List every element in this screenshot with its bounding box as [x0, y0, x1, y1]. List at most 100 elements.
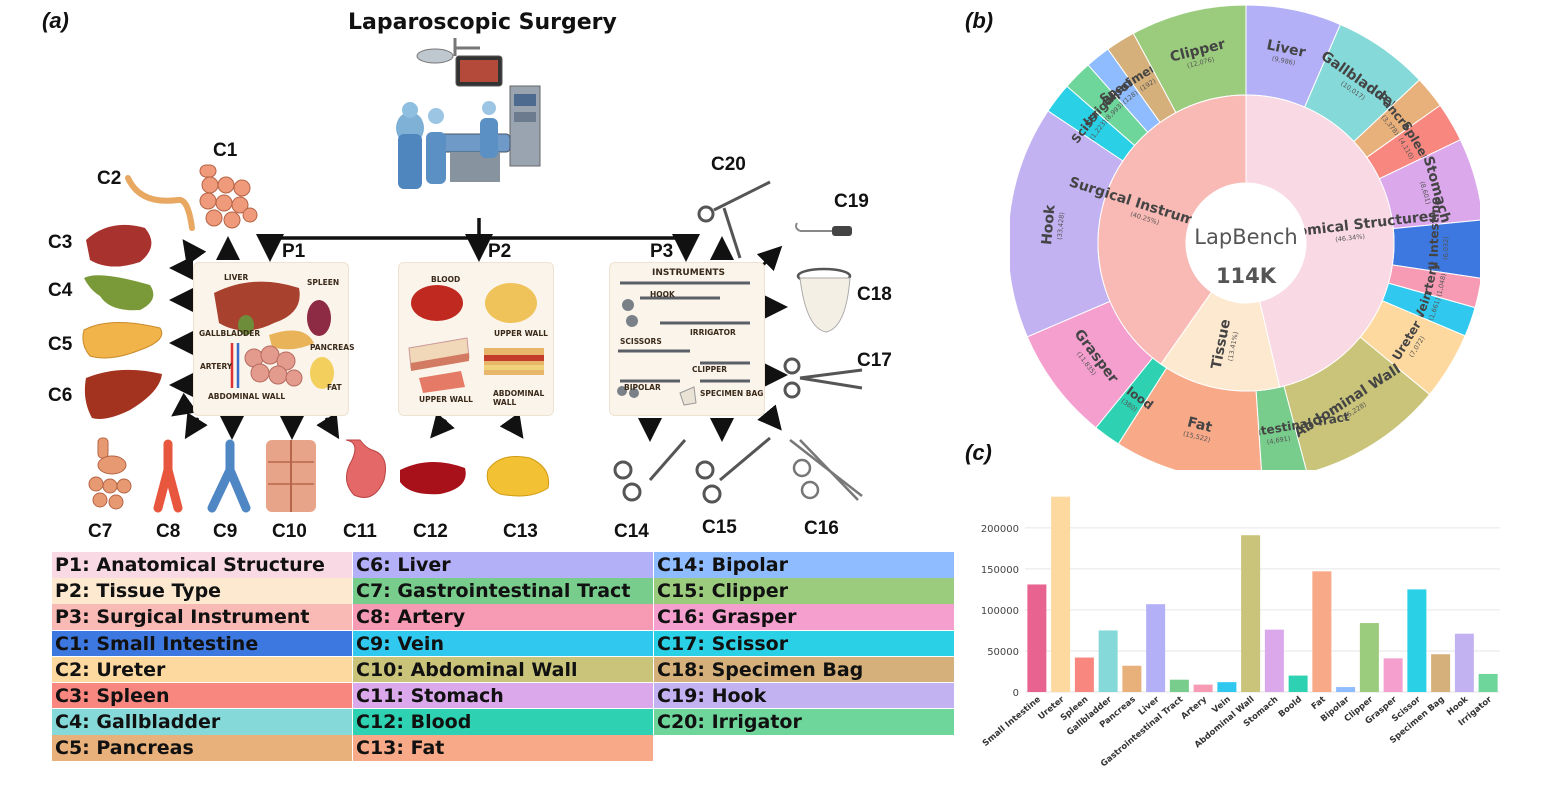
c20-label: C20: [711, 154, 746, 175]
p3-tag-hook: HOOK: [650, 290, 675, 299]
c18-label: C18: [857, 284, 892, 305]
p1-tag-gallbladder: GALLBLADDER: [199, 329, 261, 338]
bar: [1074, 657, 1094, 692]
fat-icon: [486, 456, 550, 497]
legend-item: C12: Blood: [353, 709, 653, 735]
abdominal-wall-icon: [266, 440, 316, 512]
ureter-icon: [125, 175, 195, 231]
legend-item: C16: Grasper: [654, 604, 954, 630]
p1-label: P1: [282, 241, 306, 262]
outer-segment-value: (6,032): [1442, 236, 1451, 260]
y-tick-label: 50000: [987, 647, 1019, 658]
p1-tag-artery: ARTERY: [200, 362, 233, 371]
legend-item: C7: Gastrointestinal Tract: [353, 578, 653, 604]
p1-tag-fat: FAT: [327, 383, 342, 392]
spleen-icon: [86, 224, 152, 267]
bar: [1359, 623, 1379, 692]
legend-item: C15: Clipper: [654, 578, 954, 604]
y-tick-label: 0: [1013, 688, 1019, 699]
operating-room-illustration: [380, 38, 550, 198]
x-tick-label: Small Intestine: [981, 694, 1043, 748]
legend-item: P3: Surgical Instrument: [52, 604, 352, 630]
small-intestine-icon: [199, 164, 258, 229]
c15-label: C15: [702, 517, 737, 538]
bar: [1122, 665, 1142, 692]
panel-c-label: (c): [965, 440, 992, 465]
bar: [1051, 496, 1071, 692]
stomach-icon: [345, 439, 386, 498]
y-tick-label: 150000: [981, 565, 1019, 576]
inner-segment-value: (46.34%): [1335, 232, 1366, 243]
legend-item: C2: Ureter: [52, 656, 352, 683]
specimen-bag-icon: [796, 267, 852, 333]
hook-icon: [795, 222, 852, 236]
bipolar-icon: [613, 439, 687, 502]
c5-label: C5: [48, 334, 73, 355]
outer-segment-name: Hook: [1039, 203, 1059, 245]
diagram-arrows: [169, 218, 788, 442]
legend-item: P1: Anatomical Structure: [52, 552, 352, 578]
bar: [1312, 571, 1332, 692]
p2-label: P2: [488, 241, 512, 262]
legend-item: C9: Vein: [353, 630, 653, 657]
vein-icon: [207, 439, 251, 513]
bar: [1027, 584, 1047, 692]
legend-item: C10: Abdominal Wall: [353, 656, 653, 683]
y-tick-label: 100000: [981, 606, 1019, 617]
c9-label: C9: [213, 521, 238, 542]
p3-tag-clipper: CLIPPER: [692, 365, 727, 374]
panel-b-label: (b): [965, 8, 994, 33]
c19-label: C19: [834, 191, 869, 212]
bar: [1288, 675, 1308, 692]
c14-label: C14: [614, 521, 649, 542]
p2-tag-abdominal-wall: ABDOMINAL WALL: [493, 389, 545, 407]
bar: [1383, 658, 1403, 692]
legend-item: C6: Liver: [353, 552, 653, 578]
p1-tag-abdominal-wall: ABDOMINAL WALL: [208, 392, 286, 401]
diagram-title: Laparoscopic Surgery: [348, 10, 617, 35]
bar: [1454, 633, 1474, 692]
p1-anatomy-thumbnail: LIVER SPLEEN GALLBLADDER PANCREAS ARTERY…: [193, 262, 355, 416]
p1-tag-liver: LIVER: [224, 273, 249, 282]
artery-icon: [153, 439, 183, 513]
category-icons: [82, 164, 863, 513]
c1-label: C1: [213, 140, 238, 161]
y-tick-label: 200000: [981, 524, 1019, 535]
legend-item: C8: Artery: [353, 604, 653, 630]
bar: [1264, 629, 1284, 692]
c11-label: C11: [343, 521, 377, 542]
legend-item: C11: Stomach: [353, 682, 653, 709]
pancreas-icon: [82, 321, 163, 359]
legend-item: C4: Gallbladder: [52, 709, 352, 735]
p3-tag-bipolar: BIPOLAR: [624, 383, 661, 392]
legend-item: C13: Fat: [353, 735, 653, 761]
p3-tag-specimen-bag: SPECIMEN BAG: [700, 389, 764, 398]
legend-item: C14: Bipolar: [654, 552, 954, 578]
legend-item: P2: Tissue Type: [52, 578, 352, 604]
grasper-icon: [789, 439, 863, 501]
p3-label: P3: [650, 241, 674, 262]
x-tick-label: Boold: [1277, 695, 1304, 720]
gallbladder-icon: [84, 275, 154, 311]
p2-tag-upper-wall-right: UPPER WALL: [494, 329, 548, 338]
p3-tag-scissors: SCISSORS: [620, 337, 662, 346]
instrument-set-icon: [617, 281, 750, 406]
sunburst-center-title: LapBench: [1194, 225, 1297, 249]
c17-label: C17: [857, 350, 892, 371]
p3-instruments-thumbnail: INSTRUMENTS HOOK IRRIGATOR SCISSORS CLIP…: [609, 262, 765, 416]
legend-item: C19: Hook: [654, 682, 954, 709]
scissor-icon: [783, 357, 863, 399]
p2-tissue-thumbnail: BLOOD UPPER WALL UPPER WALL ABDOMINAL WA…: [398, 262, 554, 416]
bar: [1169, 679, 1189, 692]
tissue-samples-icon: [408, 283, 544, 393]
c12-label: C12: [413, 521, 448, 542]
c3-label: C3: [48, 232, 73, 253]
legend-item: C20: Irrigator: [654, 709, 954, 735]
legend-item: C3: Spleen: [52, 682, 352, 709]
outer-segment-value: (4,691): [1266, 434, 1291, 446]
x-tick-label: Artery: [1179, 694, 1209, 721]
bar: [1098, 630, 1118, 692]
p1-tag-spleen: SPLEEN: [307, 278, 340, 287]
